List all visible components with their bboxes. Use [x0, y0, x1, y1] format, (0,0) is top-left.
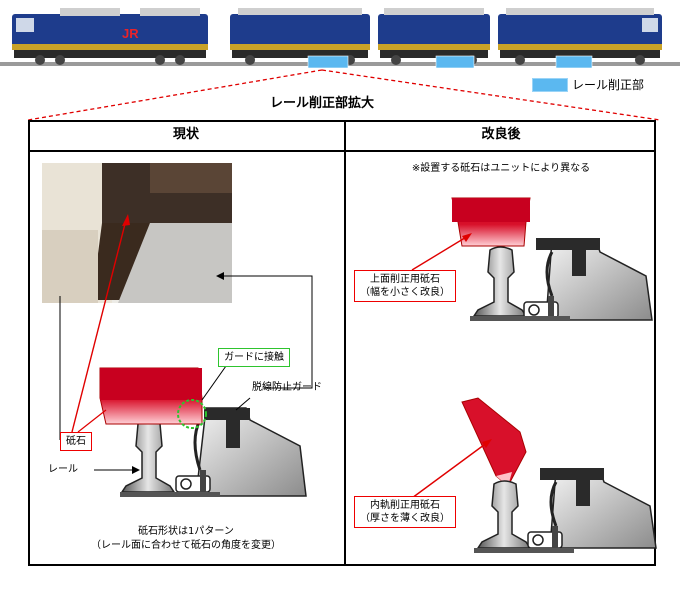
caption-line-2: （レール面に合わせて砥石の角度を変更）	[91, 540, 281, 551]
header-divider	[28, 150, 656, 152]
column-header-current: 現状	[172, 127, 199, 142]
top-stone-line-1: 上面削正用砥石	[370, 274, 440, 285]
inner-stone-line-2: （厚さを薄く改良）	[360, 513, 450, 524]
inner-stone-arrow	[411, 441, 489, 499]
derail-guard-lower	[540, 468, 657, 549]
improved-note: ※設置する砥石はユニットにより異なる	[411, 163, 591, 174]
grinding-section-3	[555, 55, 593, 69]
derail-guard-label: 脱線防止ガード	[252, 382, 322, 393]
rail-fastener-lower	[474, 526, 574, 553]
caption-line-1: 砥石形状は1パターン	[138, 526, 234, 537]
zoom-title: レール削正部拡大	[270, 96, 375, 111]
column-divider	[344, 120, 346, 566]
contact-circle	[177, 399, 207, 429]
train-car-4	[498, 8, 662, 65]
rail-section-upper	[472, 246, 528, 317]
top-stone-arrow	[411, 235, 469, 271]
grindstone-photo	[42, 163, 232, 303]
top-stone-line-2: （幅を小さく改良）	[360, 287, 450, 298]
inner-grindstone	[461, 397, 527, 487]
rail-fastener-upper	[470, 296, 570, 321]
top-stone-label: 上面削正用砥石 （幅を小さく改良）	[354, 270, 456, 302]
train-illustration: JR	[0, 8, 680, 69]
jr-logo: JR	[122, 26, 139, 41]
top-grindstone	[451, 197, 531, 247]
inner-stone-line-1: 内軌削正用砥石	[370, 500, 440, 511]
column-header-improved: 改良後	[481, 127, 521, 142]
rail-fastener	[120, 470, 220, 497]
contact-leader	[201, 365, 227, 401]
rail-label: レール	[48, 464, 78, 475]
train-car-2	[230, 8, 370, 65]
grindstone-text: 砥石	[66, 436, 86, 447]
grinding-section-2	[435, 55, 475, 69]
grindstone-label: 砥石	[60, 432, 92, 451]
photo-to-stone-arrow	[71, 219, 127, 433]
rail-section-lower	[476, 480, 532, 549]
guard-contact-label: ガードに接触	[218, 348, 290, 367]
legend-label: レール削正部	[572, 78, 645, 92]
inner-stone-label: 内軌削正用砥石 （厚さを薄く改良）	[354, 496, 456, 528]
legend-swatch	[532, 78, 568, 92]
guard-contact-text: ガードに接触	[224, 352, 284, 363]
comparison-table	[28, 120, 656, 566]
grinding-section-1	[307, 55, 349, 69]
derail-guard	[193, 407, 307, 497]
train-car-1	[12, 8, 208, 65]
derail-guard-upper	[536, 238, 653, 321]
train-car-3	[378, 8, 490, 65]
grindstone-current	[99, 367, 203, 425]
